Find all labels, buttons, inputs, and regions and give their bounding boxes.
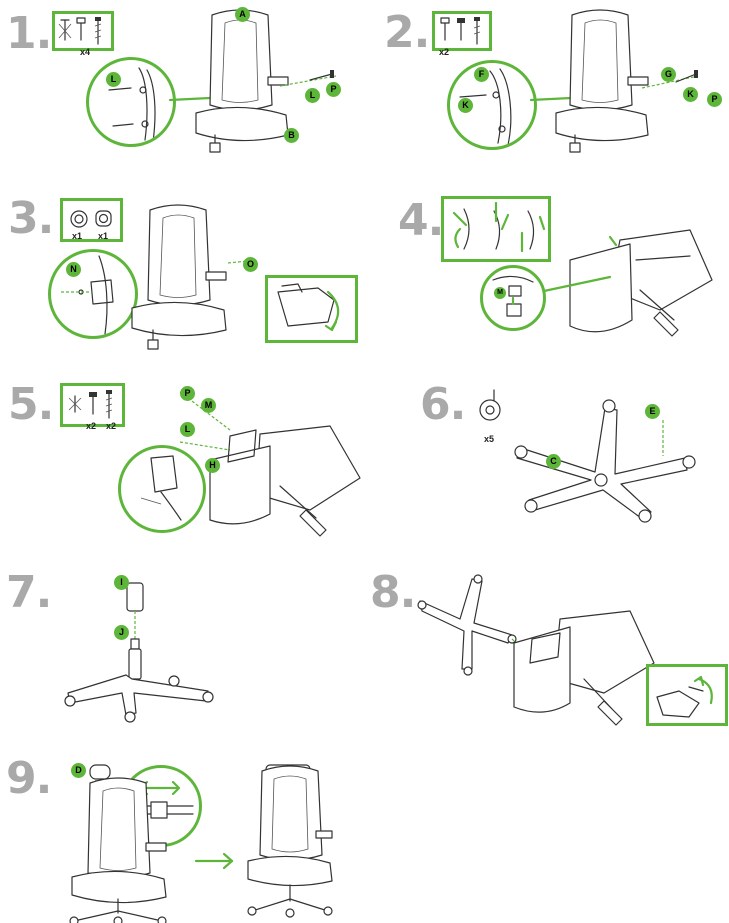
caster-icon bbox=[479, 389, 501, 421]
step-8: 8. bbox=[364, 555, 729, 730]
seat-bracket-detail bbox=[108, 67, 156, 143]
base-icon bbox=[64, 674, 214, 723]
step-7: 7. I J bbox=[0, 555, 364, 730]
parts-quantity: x2 bbox=[439, 47, 450, 57]
parts-box bbox=[60, 198, 123, 242]
step-number: 8. bbox=[370, 567, 416, 618]
bolt-icon bbox=[279, 70, 337, 87]
step-number: 2. bbox=[384, 7, 430, 58]
step-number: 4. bbox=[398, 195, 444, 246]
label-E: E bbox=[645, 404, 660, 419]
label-C: C bbox=[546, 454, 561, 469]
mechanism-bolt-detail bbox=[140, 455, 182, 521]
bolt-icon bbox=[641, 70, 699, 89]
cable-clip-detail bbox=[492, 275, 534, 317]
step-number: 1. bbox=[6, 8, 52, 59]
arrow-icon bbox=[452, 201, 546, 253]
chair-icon bbox=[131, 204, 227, 350]
armrest-bracket-detail bbox=[459, 68, 512, 146]
callout-line bbox=[168, 96, 212, 102]
detail-zoom-circle bbox=[48, 249, 138, 339]
label-F: F bbox=[474, 67, 489, 82]
parts-box bbox=[432, 11, 492, 51]
step-number: 3. bbox=[8, 193, 54, 244]
parts-box bbox=[60, 383, 125, 427]
base-icon bbox=[514, 399, 696, 523]
parts-quantity: x2 bbox=[106, 421, 117, 431]
parts-quantity: x1 bbox=[72, 231, 83, 241]
label-B: B bbox=[284, 128, 299, 143]
label-P: P bbox=[326, 82, 341, 97]
detail-zoom-box bbox=[265, 275, 358, 343]
step-5: 5. x2 x2 P M L H bbox=[0, 370, 380, 537]
step-number: 6. bbox=[420, 379, 466, 430]
step-2: 2. x2 F K G K P bbox=[380, 0, 729, 180]
callout-line bbox=[529, 96, 573, 102]
callout-line bbox=[542, 235, 618, 293]
bolt-icon bbox=[68, 390, 113, 419]
label-O: O bbox=[243, 257, 258, 272]
detail-zoom-circle bbox=[86, 57, 176, 147]
detail-zoom-circle bbox=[480, 265, 546, 331]
recline-mechanism-detail bbox=[61, 255, 114, 335]
chair-seat-icon bbox=[569, 229, 713, 337]
washer-icon bbox=[70, 210, 112, 228]
step-1: 1. x4 L A B L P bbox=[0, 0, 364, 180]
chair-seat-icon bbox=[179, 391, 361, 537]
label-L: L bbox=[106, 72, 121, 87]
step-4: 4. M bbox=[380, 185, 729, 355]
label-K: K bbox=[458, 98, 473, 113]
label-G: G bbox=[661, 67, 676, 82]
parts-quantity: x2 bbox=[86, 421, 97, 431]
chair-icon bbox=[195, 9, 289, 153]
label-K: K bbox=[683, 87, 698, 102]
tilt-lever-detail bbox=[656, 675, 713, 718]
label-N: N bbox=[66, 262, 81, 277]
screw-icon bbox=[440, 17, 481, 45]
label-L: L bbox=[305, 88, 320, 103]
detail-zoom-box bbox=[646, 664, 728, 726]
label-P: P bbox=[180, 386, 195, 401]
step-3: 3. x1 x1 N O bbox=[0, 185, 364, 355]
label-J: J bbox=[114, 625, 129, 640]
label-L: L bbox=[180, 422, 195, 437]
chair-icon bbox=[69, 777, 167, 923]
arrow-icon bbox=[194, 852, 234, 870]
step-number: 5. bbox=[8, 379, 54, 430]
caster-quantity: x5 bbox=[484, 434, 495, 444]
label-A: A bbox=[235, 7, 250, 22]
label-I: I bbox=[114, 575, 129, 590]
screw-icon bbox=[58, 17, 102, 45]
step-number: 9. bbox=[6, 753, 52, 804]
label-M: M bbox=[201, 398, 216, 413]
chair-icon bbox=[247, 764, 333, 918]
label-M: M bbox=[494, 287, 506, 299]
parts-box bbox=[441, 196, 551, 262]
detail-zoom-circle bbox=[118, 445, 206, 533]
parts-quantity: x1 bbox=[98, 231, 109, 241]
parts-box bbox=[52, 11, 114, 51]
chair-seat-icon bbox=[513, 610, 655, 726]
parts-quantity: x4 bbox=[80, 47, 91, 57]
step-9: 9. D bbox=[0, 735, 729, 923]
label-D: D bbox=[71, 763, 86, 778]
base-icon bbox=[417, 574, 535, 676]
step-6: 6. x5 C E bbox=[380, 370, 729, 535]
label-P: P bbox=[707, 92, 722, 107]
step-number: 7. bbox=[6, 567, 52, 618]
gas-lift-icon bbox=[126, 582, 144, 680]
label-H: H bbox=[205, 458, 220, 473]
chair-icon bbox=[555, 9, 649, 153]
recline-lever-detail bbox=[277, 283, 340, 332]
